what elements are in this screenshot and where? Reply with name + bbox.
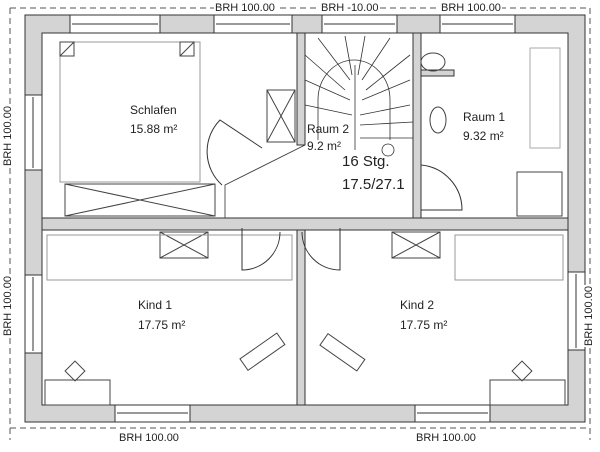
interior-walls bbox=[41, 32, 569, 406]
wardrobe bbox=[64, 183, 216, 217]
dim-top-left: BRH 100.00 bbox=[214, 2, 276, 14]
stair-steps: 16 Stg. bbox=[342, 153, 390, 170]
bathtub bbox=[529, 47, 561, 149]
stair-ratio: 17.5/27.1 bbox=[342, 176, 405, 193]
dim-bottom-right: BRH 100.00 bbox=[415, 432, 477, 444]
room-name-kind1: Kind 1 bbox=[138, 298, 173, 312]
room-area-kind2: 17.75 m² bbox=[400, 318, 448, 332]
staircase bbox=[224, 35, 414, 218]
room-area-kind1: 17.75 m² bbox=[138, 318, 186, 332]
shower bbox=[516, 171, 563, 217]
dim-top-mid: BRH -10.00 bbox=[320, 2, 380, 14]
dim-right-lower: BRH 100.00 bbox=[582, 285, 595, 347]
doors bbox=[206, 119, 463, 271]
sink bbox=[429, 106, 447, 134]
dim-bottom-left: BRH 100.00 bbox=[118, 432, 180, 444]
dim-left-lower: BRH 100.00 bbox=[1, 275, 14, 337]
toilet bbox=[420, 52, 446, 72]
bed bbox=[59, 41, 201, 183]
room-name-kind2: Kind 2 bbox=[400, 298, 435, 312]
room-name-raum2: Raum 2 bbox=[307, 122, 350, 136]
room-area-raum1: 9.32 m² bbox=[463, 129, 504, 143]
room-name-raum1: Raum 1 bbox=[463, 110, 506, 124]
room-area-raum2: 9.2 m² bbox=[307, 139, 342, 153]
windows bbox=[24, 14, 586, 423]
room-area-schlafen: 15.88 m² bbox=[130, 122, 178, 136]
room-name-schlafen: Schlafen bbox=[130, 103, 177, 117]
dim-top-right: BRH 100.00 bbox=[440, 2, 502, 14]
furniture bbox=[44, 41, 566, 406]
dim-left-upper: BRH 100.00 bbox=[1, 105, 14, 167]
